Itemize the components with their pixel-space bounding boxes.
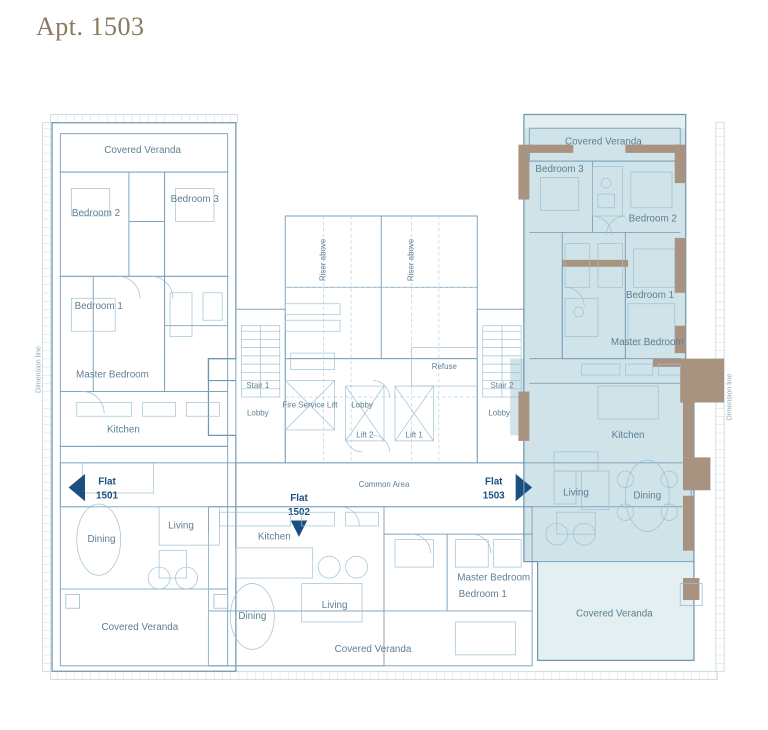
building-outline: [51, 122, 237, 672]
room-label: Master Bedroom: [611, 337, 684, 348]
lobby-right-label: Lobby: [488, 409, 510, 418]
unit-left-fixtures: [70, 188, 223, 590]
room-label: Covered Veranda: [576, 608, 653, 619]
room-label: Dining: [238, 611, 266, 622]
room-label: Bedroom 1: [75, 301, 123, 312]
refuse-label: Refuse: [432, 362, 458, 371]
unit-right-fixtures: [540, 166, 681, 546]
flat-marker-1502-line1: Flat: [290, 493, 308, 504]
lift-1-label: Lift 1: [406, 431, 424, 440]
stair-2-label: Stair 2: [490, 381, 514, 390]
room-label: Living: [168, 521, 194, 532]
room-label: Kitchen: [107, 425, 140, 436]
room-label: Covered Veranda: [565, 137, 642, 148]
riser-label-left: Riser above: [319, 238, 328, 281]
lift-2-label: Lift 2: [356, 431, 374, 440]
room-label: Master Bedroom: [76, 370, 149, 381]
dimension-label-right: Dimension line: [725, 374, 733, 421]
room-label: Dining: [88, 534, 116, 545]
floor-plan-drawing: Dimension line Dimension line: [34, 113, 733, 680]
unit-right-outline: [523, 113, 695, 661]
unit-center-labels: Kitchen Dining Living Bedroom 1 Master B…: [238, 532, 530, 655]
flat-marker-1501-line2: 1501: [96, 490, 118, 501]
flat-marker-1503-line2: 1503: [483, 490, 505, 501]
room-label: Bedroom 3: [171, 194, 220, 205]
room-label: Bedroom 1: [459, 589, 507, 600]
floor-plan-container: Dimension line Dimension line: [0, 95, 768, 710]
core-labels: Riser above Riser above Refuse Fire Serv…: [246, 238, 514, 439]
room-label: Dining: [633, 490, 661, 501]
room-label: Covered Veranda: [335, 644, 412, 655]
room-label: Living: [322, 600, 348, 611]
flat-marker-1502-line2: 1502: [288, 507, 310, 518]
unit-right-labels: Covered Veranda Bedroom 3 Bedroom 2 Bedr…: [535, 137, 683, 620]
room-label: Kitchen: [612, 430, 645, 441]
flat-marker-1502[interactable]: Flat 1502: [288, 493, 310, 537]
stair-1-label: Stair 1: [246, 381, 270, 390]
room-label: Bedroom 3: [535, 164, 584, 175]
riser-label-right: Riser above: [407, 238, 416, 281]
room-label: Kitchen: [258, 532, 291, 543]
fire-service-lift-label: Fire Service Lift: [282, 400, 338, 409]
room-label: Bedroom 1: [626, 290, 674, 301]
lobby-center-label: Lobby: [351, 400, 373, 409]
balcony-edges: [60, 506, 703, 666]
core-grid: [285, 215, 478, 463]
core-fixtures: [241, 303, 522, 453]
common-area-label: Common Area: [359, 480, 410, 489]
room-label: Bedroom 2: [629, 213, 677, 224]
flat-marker-1503-line1: Flat: [485, 477, 503, 488]
structural-walls-1503: [518, 144, 725, 600]
room-label: Master Bedroom: [457, 573, 530, 584]
dimension-label-left: Dimension line: [34, 346, 42, 393]
room-label: Living: [563, 488, 589, 499]
room-label: Bedroom 2: [72, 208, 120, 219]
lobby-left-label: Lobby: [247, 409, 269, 418]
unit-center-fixtures: [219, 506, 522, 656]
room-label: Covered Veranda: [102, 622, 179, 633]
flat-marker-1501-line1: Flat: [98, 477, 116, 488]
highlight-fill-unit-1503: [510, 114, 694, 661]
unit-left-labels: Covered Veranda Bedroom 2 Bedroom 3 Bedr…: [72, 145, 219, 633]
room-label: Covered Veranda: [104, 145, 181, 156]
flat-marker-1501[interactable]: Flat 1501: [68, 473, 119, 502]
page-title: Apt. 1503: [36, 12, 145, 41]
